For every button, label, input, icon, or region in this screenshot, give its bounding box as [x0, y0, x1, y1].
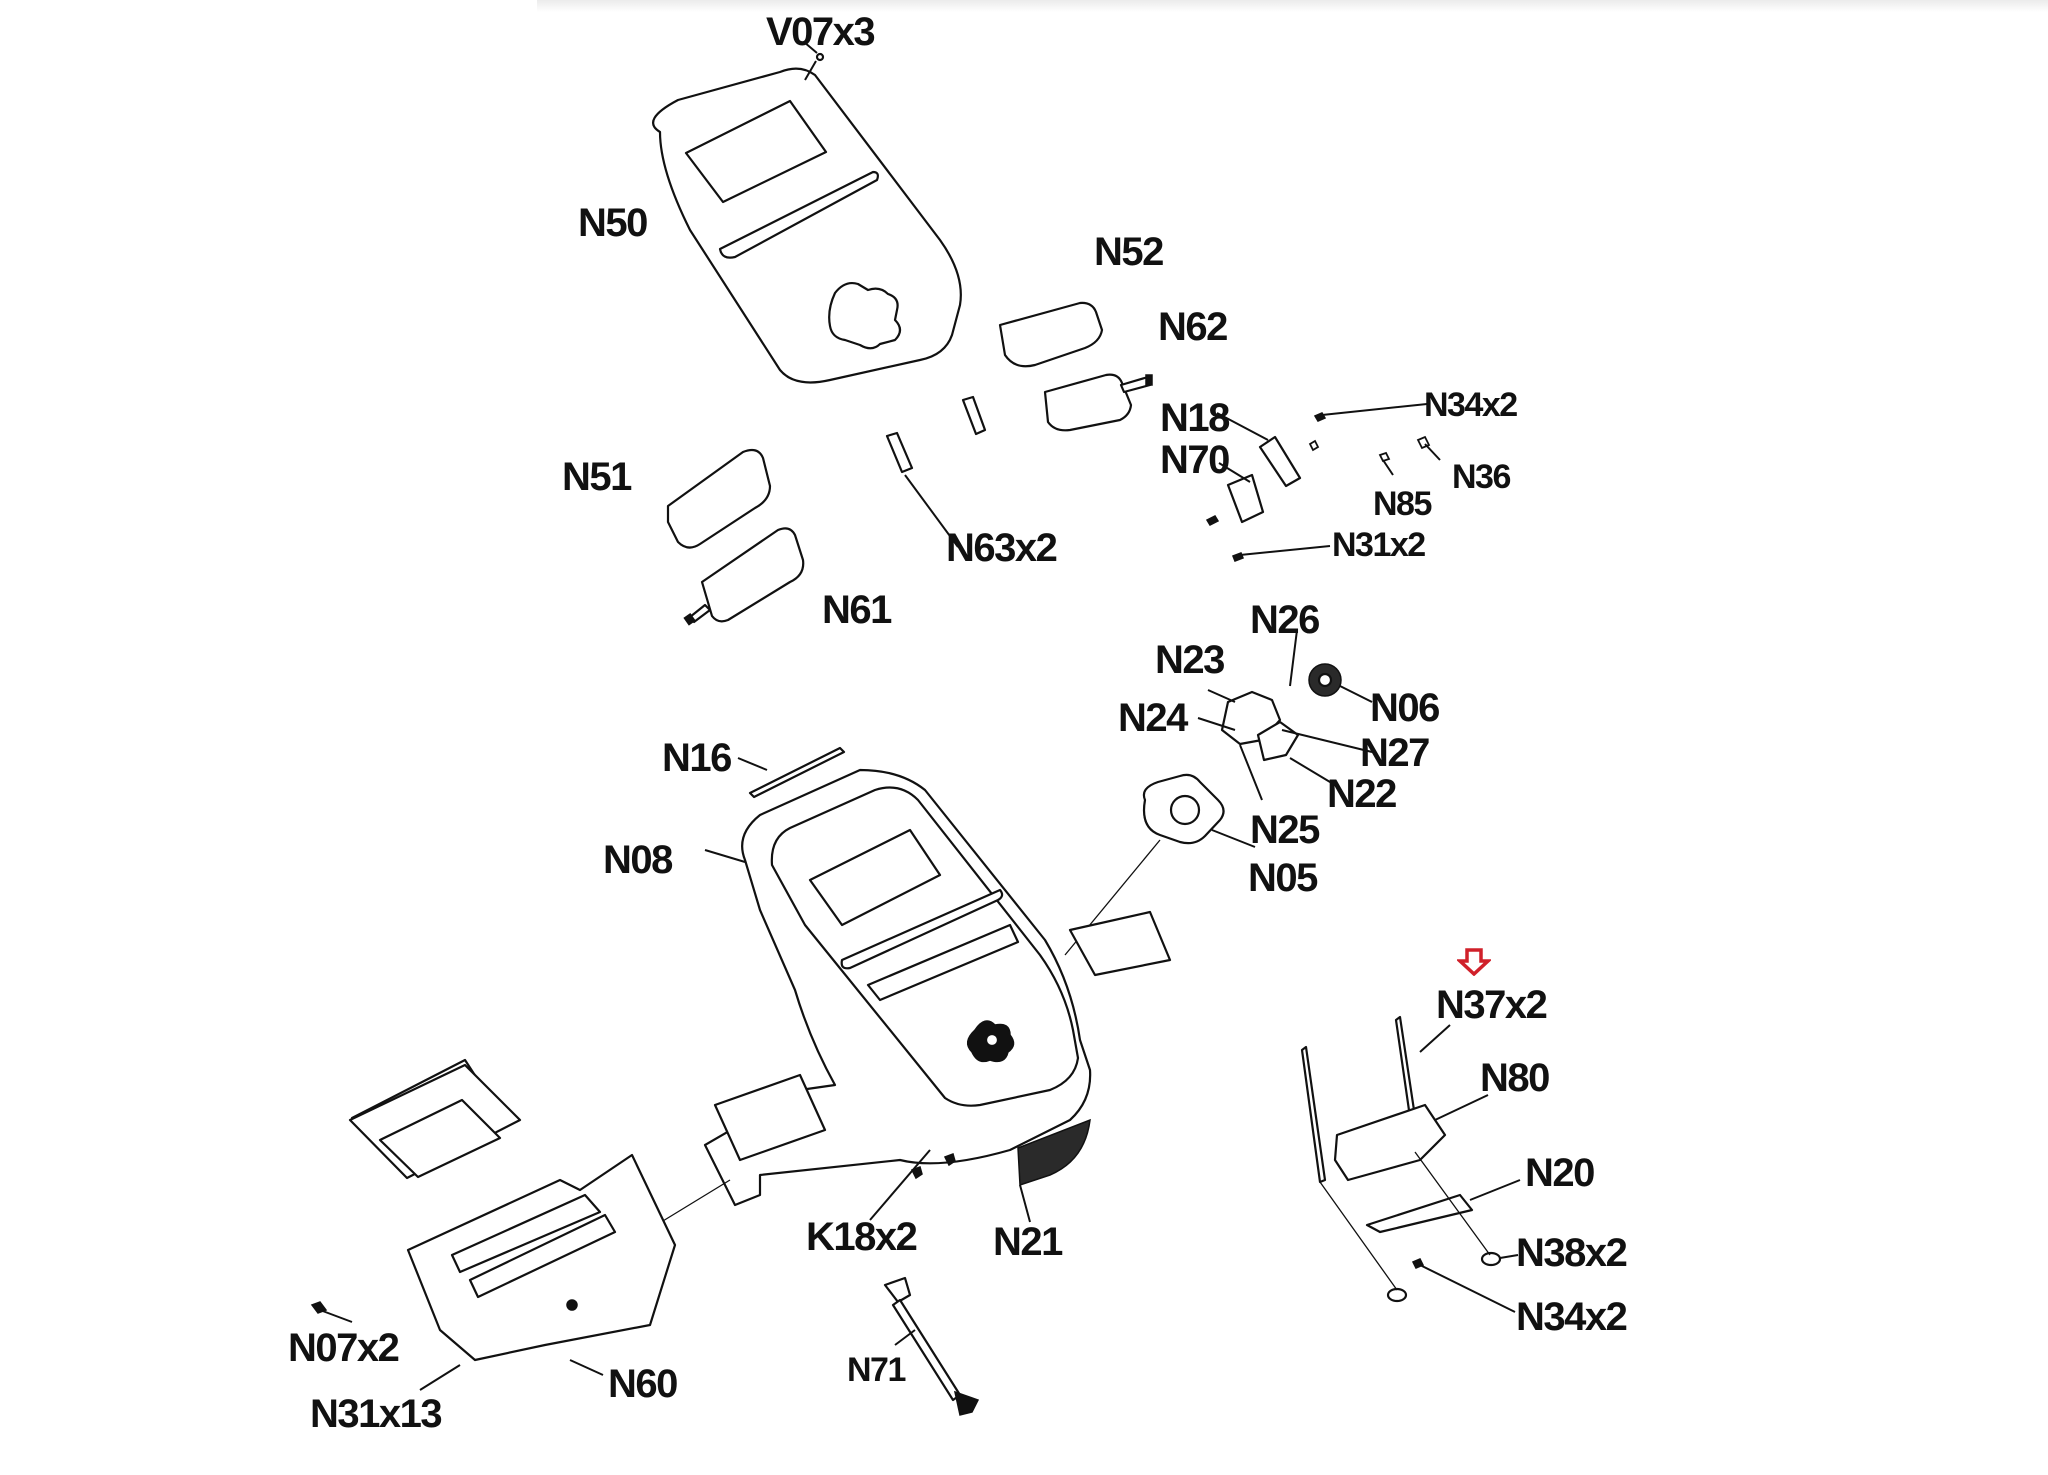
label-n07x2: N07x2: [288, 1326, 400, 1370]
part-n16-strip: [737, 746, 846, 799]
label-n70: N70: [1160, 438, 1230, 482]
label-k18x2: K18x2: [806, 1215, 918, 1259]
part-n51-pad: [666, 448, 772, 549]
part-knob-assembly: [1064, 629, 1373, 956]
label-n31x2: N31x2: [1332, 526, 1426, 564]
part-n63-connectors: [885, 395, 987, 548]
part-n50-overlay: [652, 41, 962, 384]
label-n38x2: N38x2: [1516, 1231, 1628, 1275]
label-n16: N16: [662, 736, 732, 780]
label-n60: N60: [608, 1362, 678, 1406]
label-n22: N22: [1327, 772, 1397, 816]
part-n61-pad: [683, 527, 805, 626]
highlight-down-arrow-icon: [1457, 948, 1491, 976]
label-n31x13: N31x13: [310, 1392, 443, 1436]
label-n23: N23: [1155, 638, 1225, 682]
label-n26: N26: [1250, 598, 1320, 642]
label-n25: N25: [1250, 808, 1320, 852]
label-n52: N52: [1094, 230, 1164, 274]
label-n71: N71: [847, 1351, 906, 1389]
label-n06: N06: [1370, 686, 1440, 730]
part-n62-pad: [1043, 373, 1153, 432]
label-n61: N61: [822, 588, 892, 632]
label-n80: N80: [1480, 1056, 1550, 1100]
label-n27: N27: [1360, 731, 1430, 775]
part-n18-n70-bracket: [1205, 403, 1441, 562]
part-n60-board: [310, 1058, 677, 1391]
label-n20: N20: [1525, 1151, 1595, 1195]
label-n08: N08: [603, 838, 673, 882]
top-shadow-band: [537, 0, 2048, 12]
part-n08-console: [639, 768, 1172, 1236]
label-n18: N18: [1160, 396, 1230, 440]
label-n50: N50: [578, 201, 648, 245]
part-k18-n21-n71: [869, 1118, 1091, 1416]
label-n85: N85: [1373, 485, 1432, 523]
label-n51: N51: [562, 455, 632, 499]
label-n34x2-top: N34x2: [1424, 386, 1518, 424]
part-n80-bracket-assembly: [1300, 1015, 1521, 1313]
label-v07x3: V07x3: [766, 10, 876, 54]
label-n37x2: N37x2: [1436, 983, 1548, 1027]
label-n24: N24: [1118, 696, 1188, 740]
label-n63x2: N63x2: [946, 526, 1058, 570]
label-n34x2-bottom: N34x2: [1516, 1295, 1628, 1339]
label-n62: N62: [1158, 305, 1228, 349]
part-n52-pad: [998, 301, 1104, 368]
label-n21: N21: [993, 1220, 1063, 1264]
label-n05: N05: [1248, 856, 1318, 900]
label-n36: N36: [1452, 458, 1511, 496]
